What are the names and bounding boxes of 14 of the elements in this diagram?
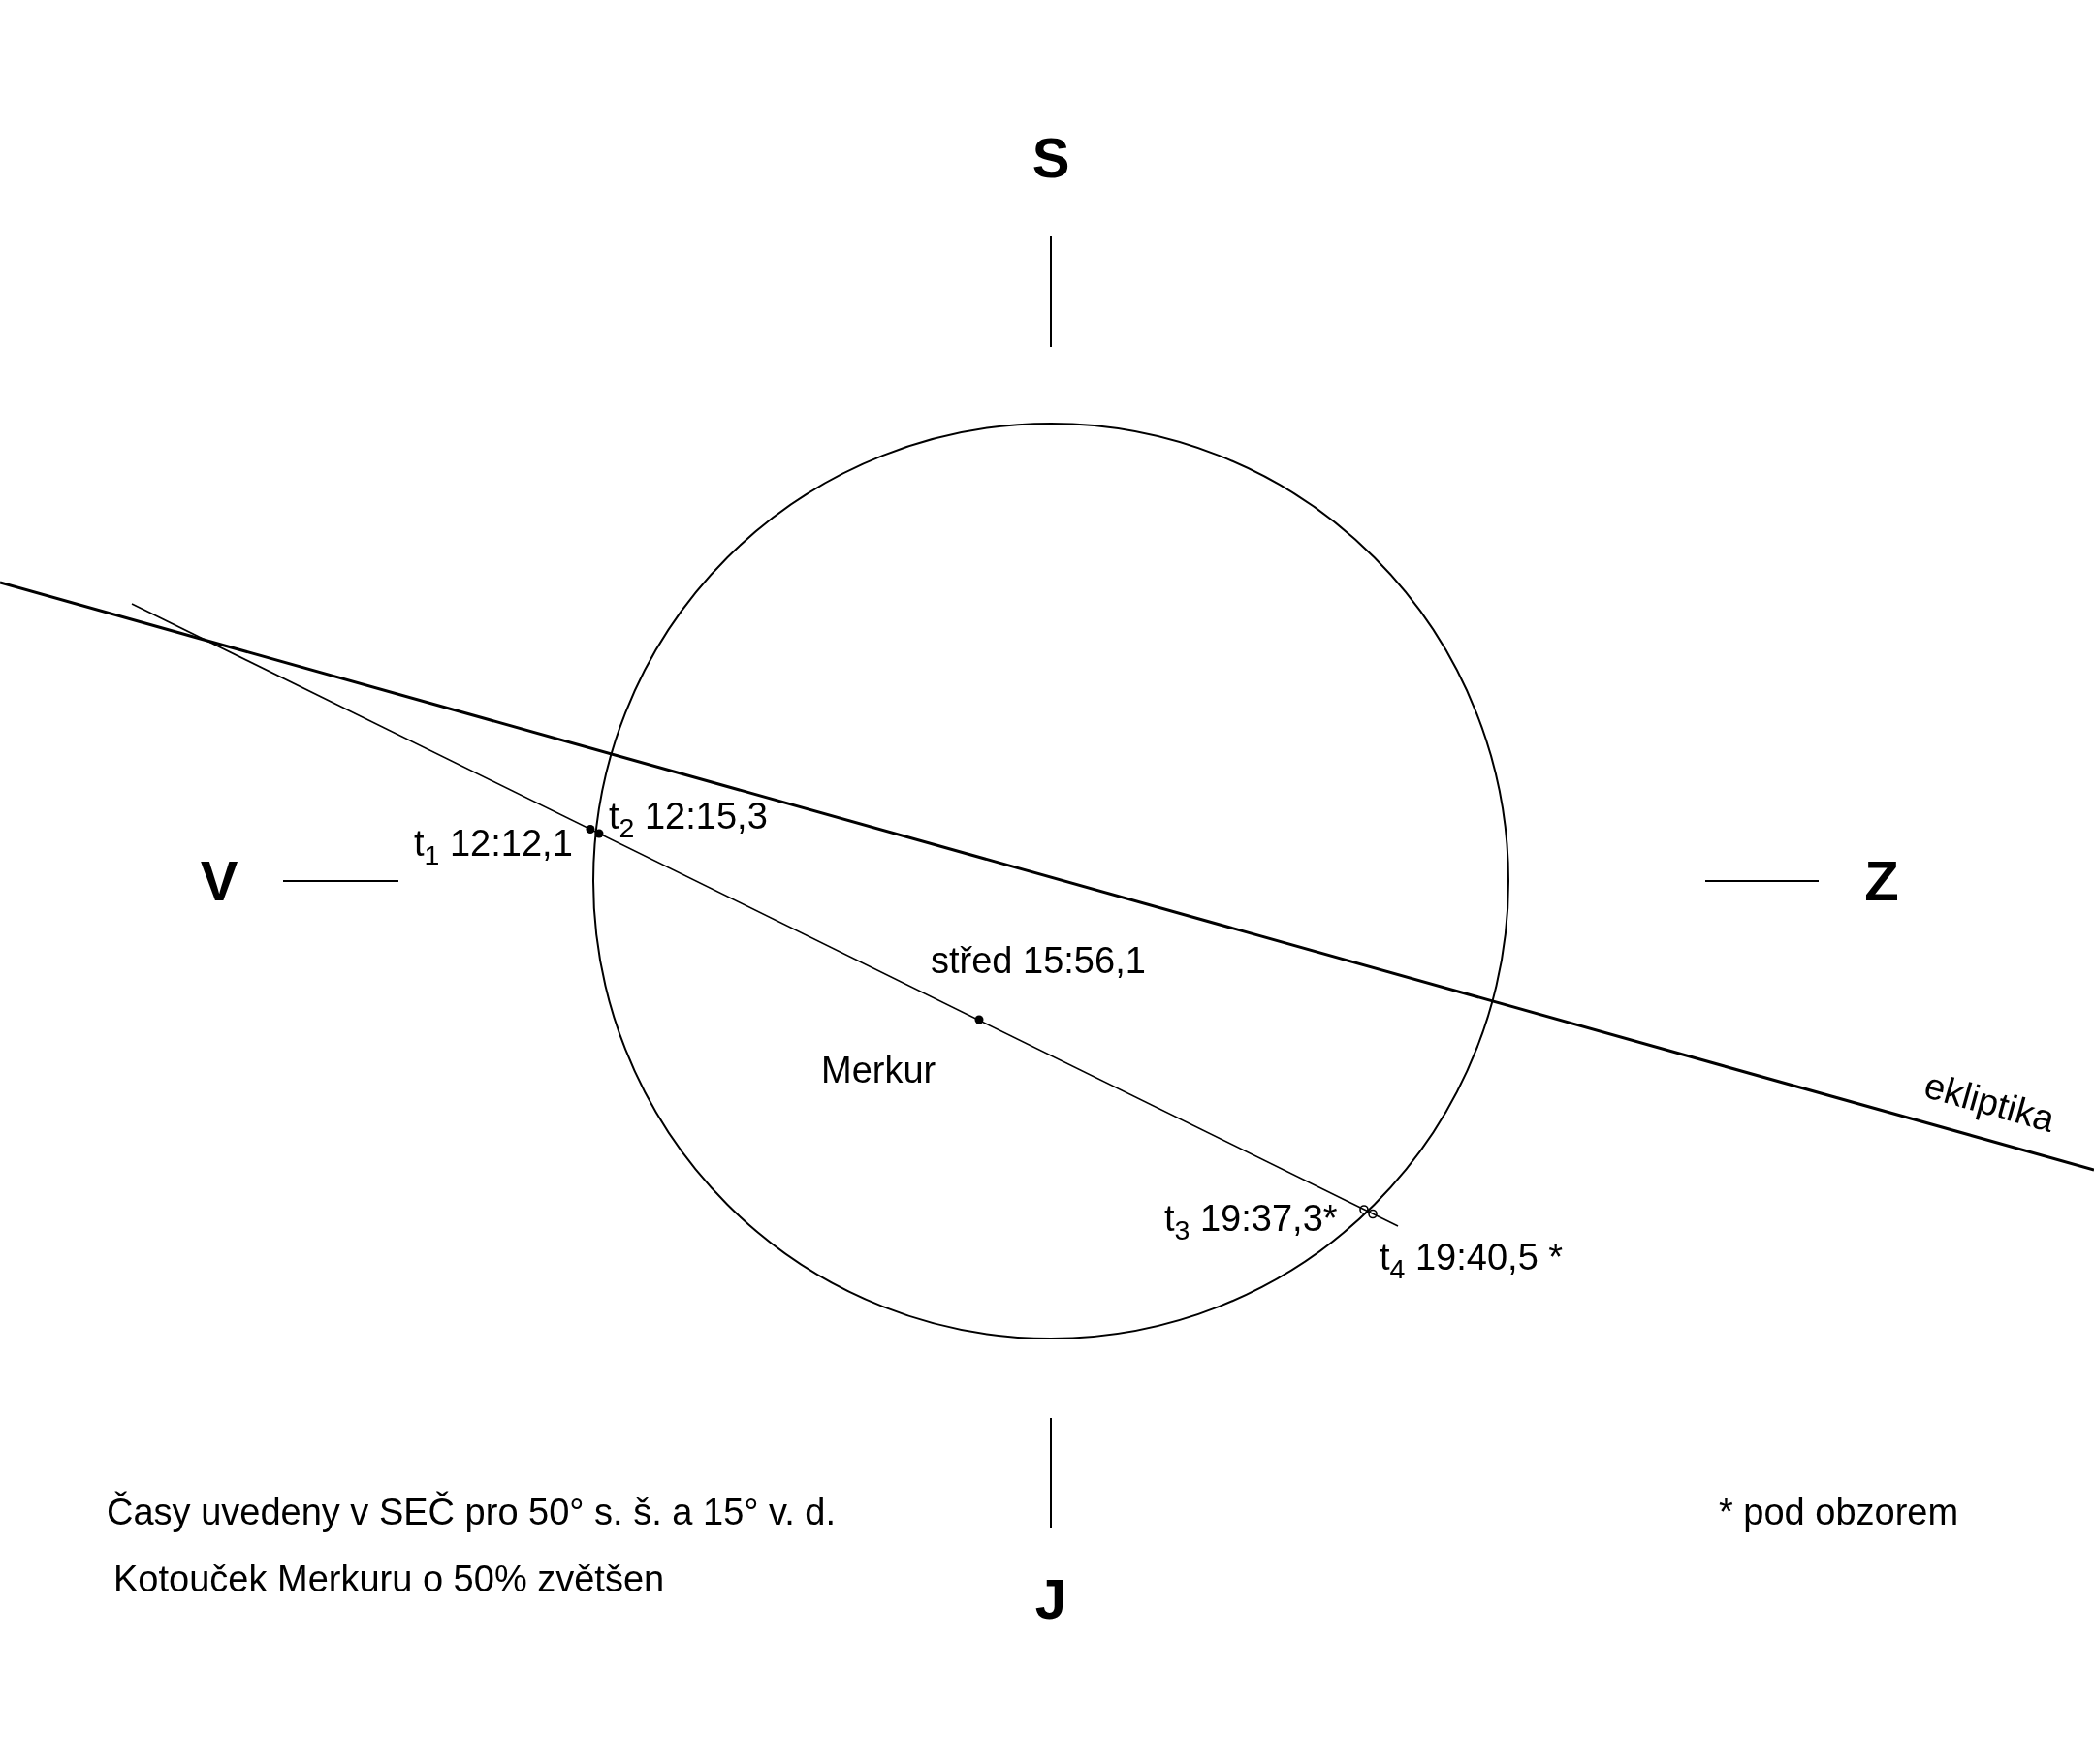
time-label: t$_{1}$ 12:12,1 <box>414 824 573 865</box>
note-text: Časy uvedeny v SEČ pro 50° s. š. a 15° v. d. <box>107 1493 837 1533</box>
planet-label: Merkur <box>821 1051 936 1091</box>
note-text: * pod obzorem <box>1719 1493 1959 1533</box>
time-label: t$_{3}$ 19:37,3* <box>1164 1199 1338 1240</box>
ecliptic-label: ekliptika <box>1920 1065 2059 1141</box>
time-label: t$_{2}$ 12:15,3 <box>609 797 768 837</box>
direction-letter: Z <box>1864 850 1899 912</box>
direction-letter: S <box>1031 127 1070 189</box>
direction-letter: J <box>1034 1568 1067 1630</box>
time-label: střed 15:56,1 <box>931 941 1146 982</box>
note-text: Kotouček Merkuru o 50% zvětšen <box>113 1559 665 1600</box>
direction-letter: V <box>200 850 238 912</box>
time-label: t$_{4}$ 19:40,5 * <box>1380 1238 1564 1278</box>
